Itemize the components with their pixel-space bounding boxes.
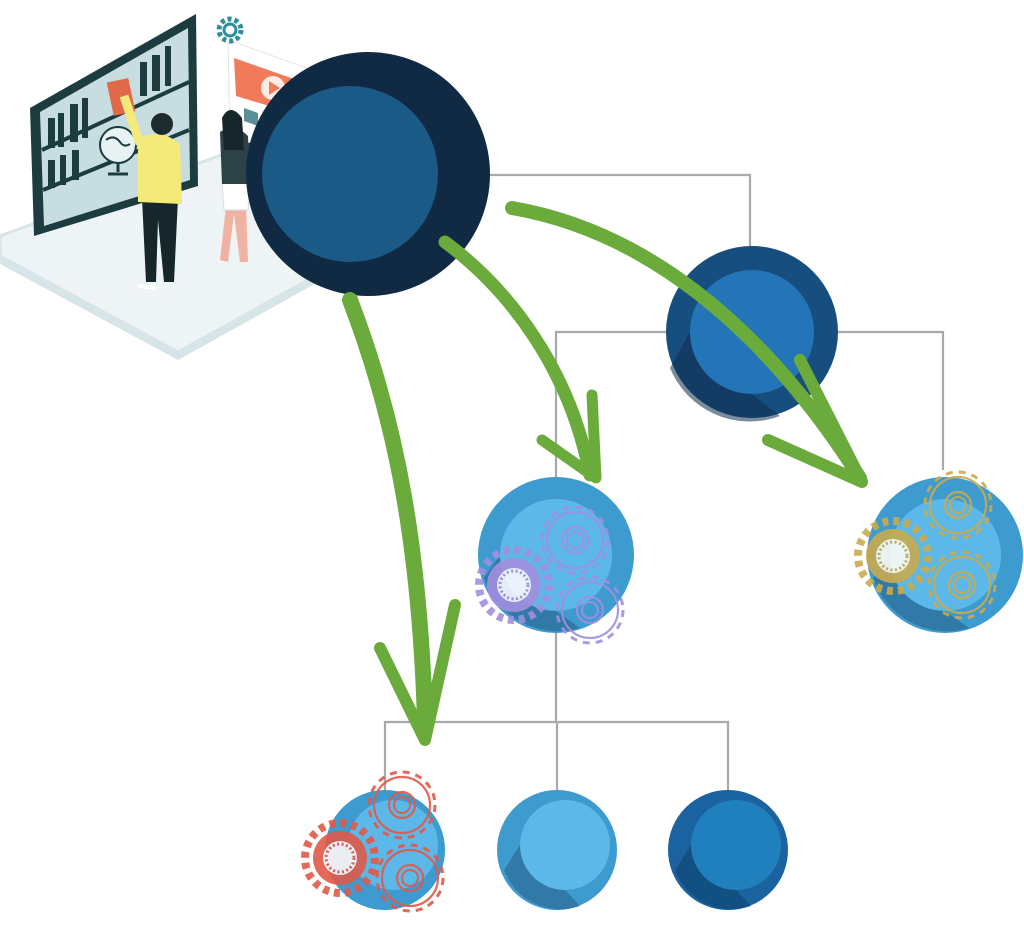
node-leaf-middle — [497, 790, 617, 910]
globe-icon — [99, 126, 137, 176]
node-mid-right — [858, 470, 1023, 633]
green-arrows — [342, 201, 868, 746]
book-icon — [48, 46, 171, 188]
node-mid-left — [478, 477, 634, 645]
arrow-root-to-mid-right — [505, 201, 868, 488]
node-leaf-left — [305, 770, 445, 913]
gear-icon — [216, 16, 244, 44]
node-root — [246, 52, 490, 296]
node-leaf-right — [668, 790, 788, 910]
connector-lines — [383, 173, 945, 790]
bookcase-monitor — [30, 14, 198, 236]
person-man — [119, 94, 182, 290]
connector-root-level1 — [470, 173, 752, 250]
arrow-root-to-leaf-left — [342, 292, 461, 746]
arrow-root-to-mid-left — [438, 235, 602, 484]
